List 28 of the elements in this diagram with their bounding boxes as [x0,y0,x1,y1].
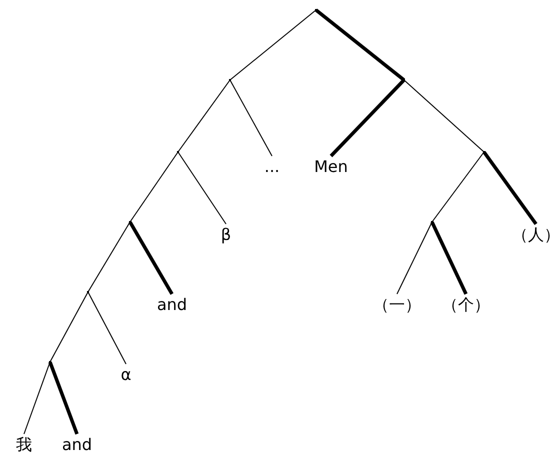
tree-branch [88,222,130,292]
tree-branch [230,80,272,156]
tree-branch [48,361,79,435]
tree-branch [24,362,50,434]
tree-branch [432,152,484,222]
tree-branch [230,10,316,80]
tree-branch [330,78,406,158]
leaf-label: （个） [442,294,490,314]
tree-branch [314,8,406,82]
leaf-label: β [220,224,232,244]
leaf-label: （一） [373,294,421,314]
tree-branch [88,292,126,364]
leaf-label: ... [264,156,280,176]
leaf-label: 我 [16,434,32,454]
leaf-label: （人） [512,224,555,244]
tree-branch [430,221,468,295]
tree-branch [404,80,484,152]
leaf-label: Men [314,156,348,176]
tree-branch [50,292,88,362]
tree-branch [178,80,230,152]
leaf-label: and [62,434,92,454]
tree-branch [128,221,174,295]
leaf-label: α [120,364,132,384]
leaf-label: and [156,294,188,314]
tree-branch [482,150,538,226]
tree-branch [396,222,432,294]
tree-branch [130,152,178,222]
tree-branch [178,152,226,224]
